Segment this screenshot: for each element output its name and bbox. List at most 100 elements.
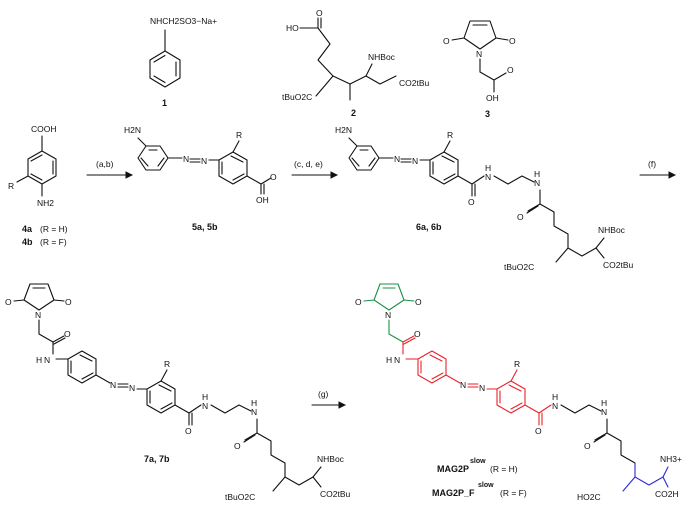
compound-6-nh2: H2N xyxy=(335,125,352,135)
mag-nh3: NH3+ xyxy=(660,454,682,464)
mag-amide2-n: N xyxy=(552,401,558,411)
arrow-g: (g) xyxy=(311,389,347,409)
compound-7-mal-o-right: O xyxy=(65,297,72,307)
compound-6-ester-right: CO2tBu xyxy=(603,260,634,270)
compound-7-amide2-n: N xyxy=(202,401,208,411)
compound-6-label: 6a, 6b xyxy=(416,222,442,232)
mag-acid-right: CO2H xyxy=(655,489,679,499)
mag-n1: N xyxy=(460,380,466,390)
compound-7-mal-n: N xyxy=(35,310,41,320)
compound-7-mal-o-left: O xyxy=(5,297,12,307)
compound-7-amide-h: H xyxy=(36,355,42,365)
compound-7-nhboc: NHBoc xyxy=(317,454,345,464)
compound-4a-condition: (R = H) xyxy=(40,224,68,234)
compound-3-oh: OH xyxy=(486,93,499,103)
mag-amide-o: O xyxy=(414,329,421,339)
compound-7-ester-right: CO2tBu xyxy=(320,489,351,499)
condition-cde: (c, d, e) xyxy=(294,159,323,169)
compound-5-r: R xyxy=(236,130,242,140)
compound-7-amide-o: O xyxy=(64,329,71,339)
compound-5-oh-o: O xyxy=(270,172,277,182)
compound-2: HO O NHBoc tBuO2C CO2tBu 2 xyxy=(282,8,430,118)
mag-cond-1: (R = H) xyxy=(490,464,518,474)
arrow-ab: (a,b) xyxy=(86,159,134,179)
compound-2-cooh-ho: HO xyxy=(286,23,299,33)
compound-5-oh: OH xyxy=(256,195,269,205)
compound-7-amide2-h: H xyxy=(202,392,208,402)
mag-mal-n: N xyxy=(385,310,391,320)
compound-7-amide-nh: N xyxy=(44,355,50,365)
compound-4: COOH R NH2 4a (R = H) 4b (R = F) xyxy=(8,124,68,247)
mag-amide-h: H xyxy=(386,355,392,365)
compound-7: O O N O N H N N R O N H N H O xyxy=(5,283,351,502)
compound-6-amide-n: N xyxy=(485,172,491,182)
mag-nh-n: N xyxy=(601,407,607,417)
compound-7-ketone-o: O xyxy=(234,441,241,451)
condition-ab: (a,b) xyxy=(96,159,114,169)
compound-4-nh2: NH2 xyxy=(37,198,54,208)
compound-6-nh2-h: H xyxy=(534,169,540,179)
condition-g: (g) xyxy=(318,389,329,399)
compound-5-n2: N xyxy=(201,156,207,166)
compound-6-nh2-n: N xyxy=(534,178,540,188)
mag-sup-2: slow xyxy=(478,482,494,489)
compound-1-formula: NHCH2SO3−Na+ xyxy=(150,16,217,26)
compound-6-n2: N xyxy=(412,156,418,166)
compound-3-number: 3 xyxy=(485,109,490,119)
arrow-f: (f) xyxy=(639,159,677,179)
compound-3: O O N O OH 3 xyxy=(443,20,516,119)
compound-2-cooh-o: O xyxy=(316,8,323,18)
compound-6-n1: N xyxy=(394,154,400,164)
mag-ketone-o: O xyxy=(584,441,591,451)
arrow-cde: (c, d, e) xyxy=(291,159,339,179)
compound-4-r: R xyxy=(8,181,14,191)
mag-nh-h: H xyxy=(601,398,607,408)
mag-amide2-o: O xyxy=(535,426,542,436)
compound-1-number: 1 xyxy=(162,98,167,108)
compound-2-ester-left: tBuO2C xyxy=(282,92,312,102)
compound-2-number: 2 xyxy=(351,108,356,118)
mag-n2: N xyxy=(479,383,485,393)
compound-7-r: R xyxy=(164,359,170,369)
compound-2-ester-right: CO2tBu xyxy=(399,78,430,88)
compound-4b-label: 4b xyxy=(22,237,33,247)
compound-6: H2N N N R O N H N H O tBuO2C NHBoc CO2tB… xyxy=(335,125,634,272)
compound-4b-condition: (R = F) xyxy=(40,237,67,247)
compound-6-nhboc: NHBoc xyxy=(598,225,626,235)
mag-cond-2: (R = F) xyxy=(500,488,527,498)
compound-7-n1: N xyxy=(110,380,116,390)
compound-3-o-acid: O xyxy=(507,65,514,75)
compound-7-ester-left: tBuO2C xyxy=(225,492,255,502)
compound-3-o-left: O xyxy=(443,36,450,46)
compound-7-amide2-o: O xyxy=(185,426,192,436)
mag-mal-o-left: O xyxy=(355,297,362,307)
compound-7-label: 7a, 7b xyxy=(144,454,170,464)
compound-7-nh-h: H xyxy=(251,398,257,408)
compound-4a-label: 4a xyxy=(22,224,33,234)
compound-4-cooh: COOH xyxy=(31,124,57,134)
mag-mal-o-right: O xyxy=(415,297,422,307)
mag-sup-1: slow xyxy=(470,458,486,465)
condition-f: (f) xyxy=(648,159,656,169)
mag-r: R xyxy=(514,359,520,369)
compound-3-o-right: O xyxy=(509,36,516,46)
compound-1: NHCH2SO3−Na+ 1 xyxy=(149,16,217,108)
compound-2-nhboc: NHBoc xyxy=(368,52,396,62)
mag-product: O O N O N H N N R O N H N H xyxy=(355,283,682,502)
compound-6-amide-o: O xyxy=(468,197,475,207)
mag-name-2: MAG2P_F xyxy=(432,488,475,498)
compound-6-r: R xyxy=(447,130,453,140)
mag-amide2-h: H xyxy=(552,392,558,402)
compound-5: H2N N N R O OH 5a, 5b xyxy=(124,125,277,232)
compound-6-ester-left: tBuO2C xyxy=(504,262,534,272)
compound-7-n2: N xyxy=(129,383,135,393)
mag-name-1: MAG2P xyxy=(437,464,469,474)
compound-3-n: N xyxy=(476,49,482,59)
compound-6-amide-h: H xyxy=(485,163,491,173)
compound-5-n1: N xyxy=(183,154,189,164)
compound-6-ketone-o: O xyxy=(517,212,524,222)
compound-5-label: 5a, 5b xyxy=(192,222,218,232)
mag-amide-n: N xyxy=(394,355,400,365)
mag-acid-left: HO2C xyxy=(577,492,601,502)
